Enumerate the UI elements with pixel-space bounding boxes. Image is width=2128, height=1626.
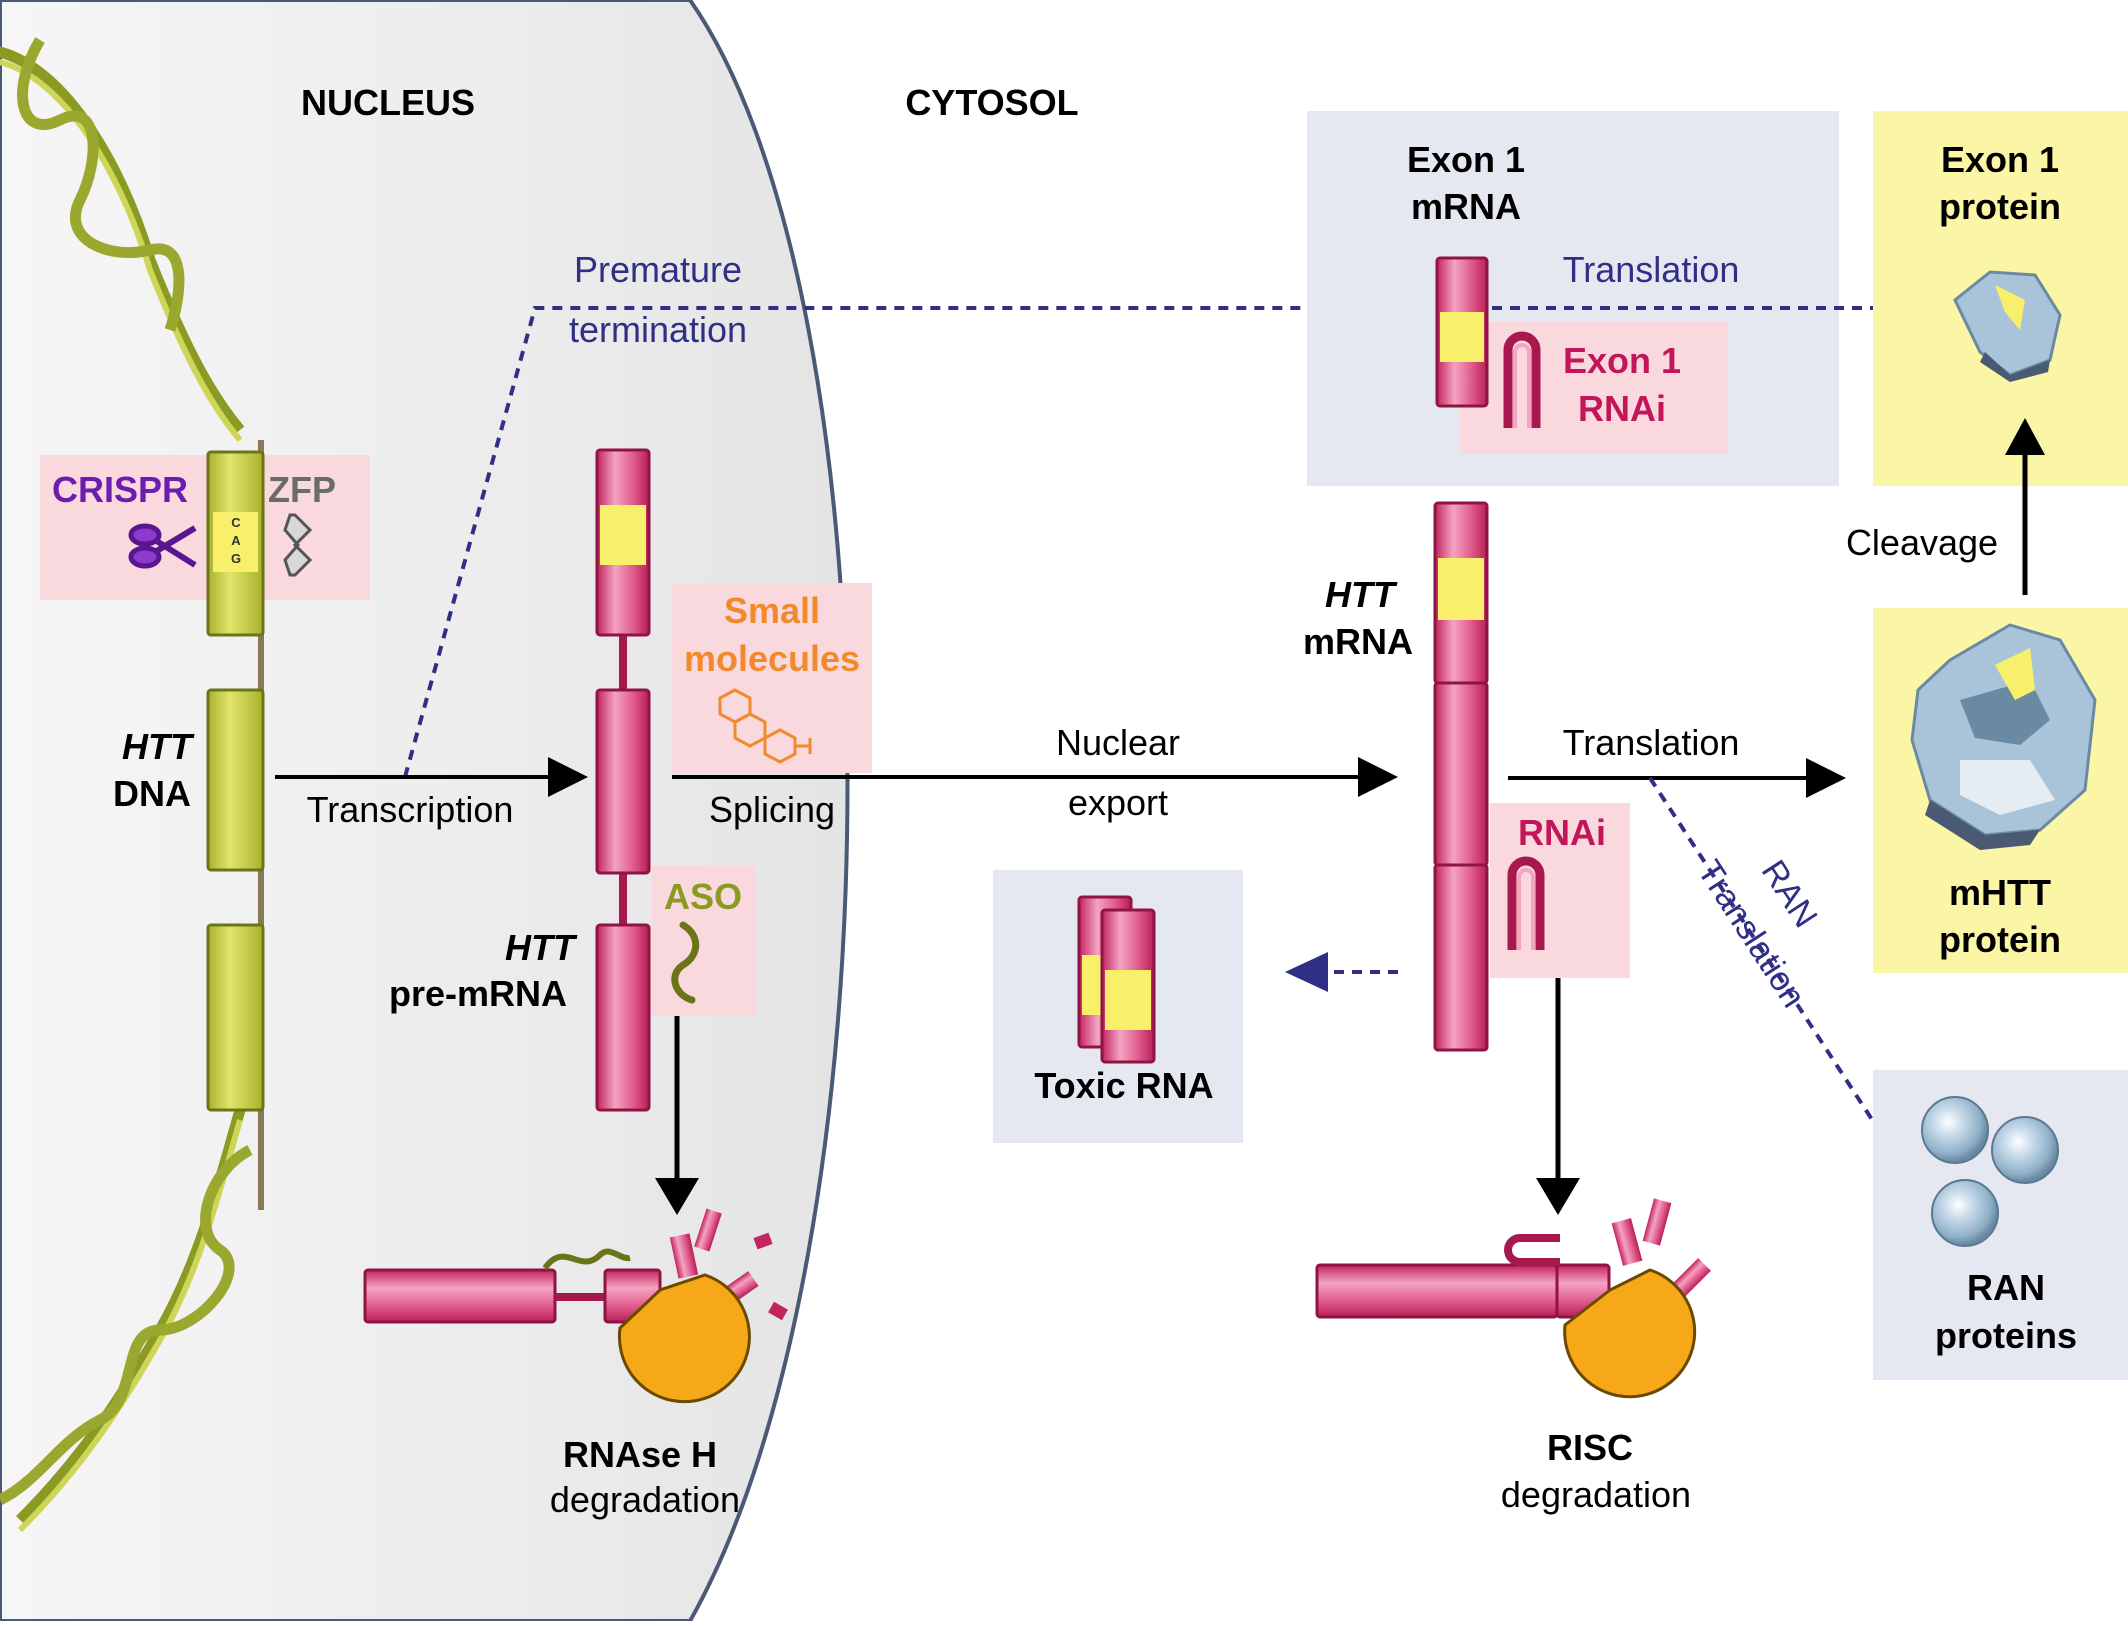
transcription-arrowhead	[548, 757, 588, 797]
exon1-protein-icon	[1953, 270, 2062, 382]
pre-mrna-label: pre-mRNA	[389, 973, 567, 1014]
htt-pre-mrna	[595, 448, 651, 1112]
crispr-zfp-box	[40, 455, 370, 600]
exon1-rnai-hairpin-highlight	[1513, 343, 1531, 428]
nuclear-export-label-2: export	[1068, 782, 1168, 823]
rnai-degradation-arrowhead	[1536, 1178, 1580, 1215]
mhtt-protein-icon	[1910, 623, 2097, 850]
cag-letter-c: C	[231, 515, 241, 530]
ran-protein-ball-2	[1991, 1116, 2059, 1184]
risc-label: RISC	[1547, 1427, 1633, 1468]
translation-top-label: Translation	[1563, 249, 1740, 290]
htt-mrna-label: mRNA	[1303, 621, 1413, 662]
ran-protein-ball-1	[1921, 1096, 1989, 1164]
exon1-rnai-hairpin-icon	[1503, 331, 1541, 428]
ran-proteins-box	[1873, 1070, 2128, 1380]
translation-mid-arrowhead	[1806, 758, 1846, 798]
premature-termination-arrow	[403, 306, 1360, 778]
cleavage-arrowhead	[2005, 418, 2045, 455]
pre-mrna-gene-label: HTT	[505, 927, 578, 968]
aso-degradation-arrowhead	[655, 1178, 699, 1215]
ran-proteins-label-1: RAN	[1967, 1267, 2045, 1308]
cytosol-label: CYTOSOL	[905, 82, 1078, 123]
translation-mid-label: Translation	[1563, 722, 1740, 763]
exon1-rnai-label-1: Exon 1	[1563, 340, 1681, 381]
aso-label: ASO	[664, 876, 742, 917]
cag-letter-a: A	[231, 533, 241, 548]
rnase-h-cleavage	[363, 1208, 788, 1404]
ran-protein-ball-3	[1931, 1179, 1999, 1247]
crispr-label: CRISPR	[52, 469, 188, 510]
aso-box	[652, 866, 756, 1016]
mhtt-label-2: protein	[1939, 919, 2061, 960]
risc-cleavage	[1315, 1198, 1711, 1399]
transcription-label: Transcription	[307, 789, 514, 830]
exon1-mrna-label-2: mRNA	[1411, 186, 1521, 227]
exon1-mrna-cag	[1440, 312, 1484, 362]
mhtt-label-1: mHTT	[1949, 872, 2051, 913]
rnai-label: RNAi	[1518, 812, 1606, 853]
htt-mrna-gene-label: HTT	[1325, 574, 1398, 615]
small-molecules-label-2: molecules	[684, 638, 860, 679]
ran-translation-arrow	[1648, 776, 1912, 1180]
cleavage-label: Cleavage	[1846, 522, 1998, 563]
scissors-icon	[128, 523, 197, 569]
aso-oligo-icon	[671, 921, 700, 1004]
ran-proteins-label-2: proteins	[1935, 1315, 2077, 1356]
rnase-h-label: RNAse H	[563, 1434, 717, 1475]
htt-dna-label: DNA	[113, 773, 191, 814]
toxic-rna-icon	[1077, 895, 1156, 1064]
splicing-label: Splicing	[709, 789, 835, 830]
htt-dna-gene-label: HTT	[122, 726, 195, 767]
exon1-rnai-label-2: RNAi	[1578, 388, 1666, 429]
rnase-h-degradation-label: degradation	[550, 1479, 740, 1520]
cag-repeat	[213, 512, 258, 572]
risc-degradation-label: degradation	[1501, 1474, 1691, 1515]
exon1-protein-label-1: Exon 1	[1941, 139, 2059, 180]
rnai-hairpin-icon	[1507, 856, 1545, 950]
nuclear-export-arrowhead	[1358, 757, 1398, 797]
premature-label-2: termination	[569, 309, 747, 350]
rnai-hairpin-highlight	[1517, 868, 1535, 950]
premature-label-1: Premature	[574, 249, 742, 290]
small-molecule-icon	[718, 688, 812, 764]
dna-helix	[0, 37, 253, 1533]
cag-letter-g: G	[231, 551, 241, 566]
htt-mrna-lower-overlay	[1433, 863, 1489, 1052]
toxic-rna-arrowhead	[1285, 952, 1328, 992]
small-molecules-box	[672, 583, 872, 773]
exon1-mrna-label-1: Exon 1	[1407, 139, 1525, 180]
exon1-protein-label-2: protein	[1939, 186, 2061, 227]
nucleus-label: NUCLEUS	[301, 82, 475, 123]
toxic-rna-label: Toxic RNA	[1034, 1065, 1213, 1106]
nuclear-export-label-1: Nuclear	[1056, 722, 1180, 763]
zfp-label: ZFP	[268, 469, 336, 510]
small-molecules-label-1: Small	[724, 590, 820, 631]
zfp-zinc-finger-icon	[283, 513, 313, 577]
